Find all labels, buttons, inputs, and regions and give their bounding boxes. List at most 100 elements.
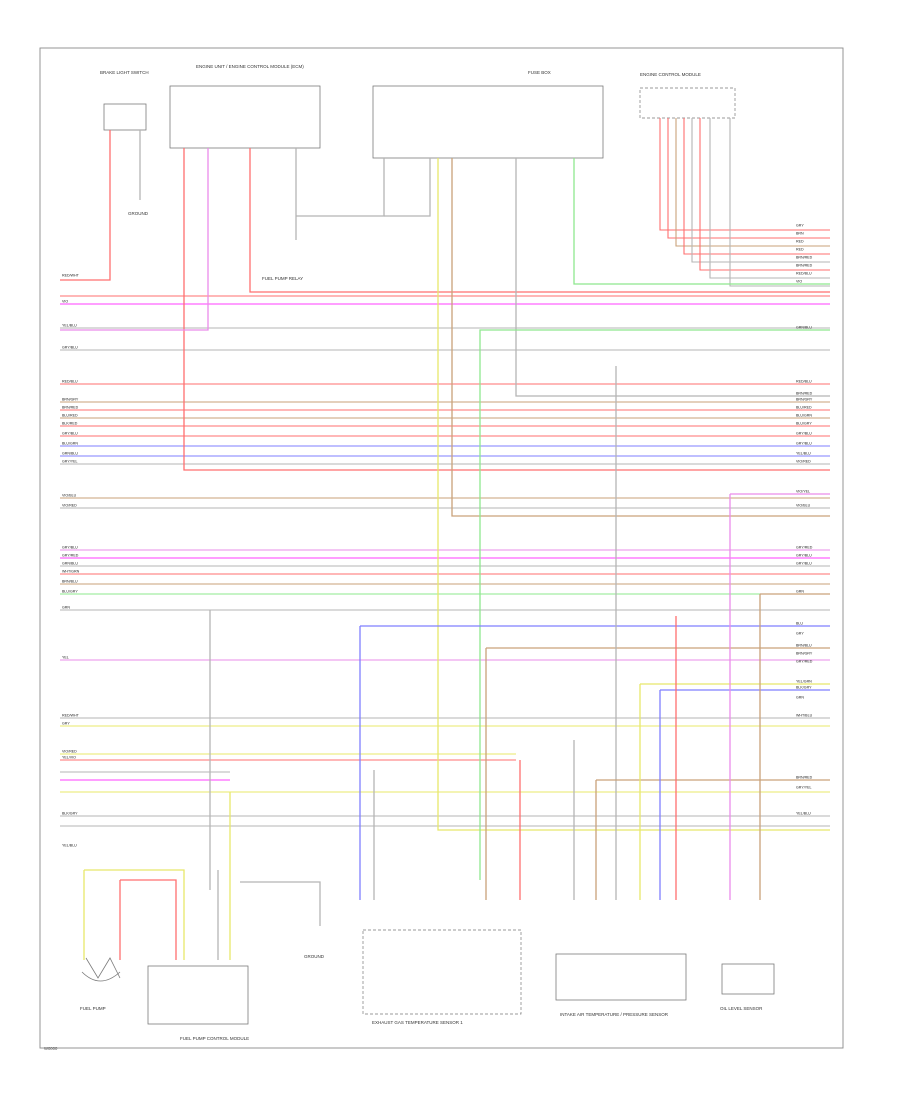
- row-label-left: BLK/GRY: [62, 812, 78, 816]
- ground-ref: GROUND: [128, 211, 149, 216]
- ecm-fan-4: [683, 118, 830, 255]
- row-label-left: BRN/RED: [62, 406, 79, 410]
- ground-link: [296, 158, 385, 217]
- row-label-right: GRN: [796, 590, 804, 594]
- row-label-right: GRN: [796, 696, 804, 700]
- row-label-right: BRN/GRY: [796, 652, 813, 656]
- row-label-right: GRY/YEL: [796, 786, 812, 790]
- ecm-fan-6: [699, 118, 830, 271]
- row-label-left: YEL: [62, 656, 69, 660]
- row-label-right: BRN/RED: [796, 776, 813, 780]
- fuse-box-label: FUSE BOX: [528, 70, 551, 75]
- row-label-left: GRN/BLU: [62, 452, 78, 456]
- wires-group: [60, 118, 830, 960]
- row-label-left: GRN/BLU: [62, 562, 78, 566]
- row-label-right: BLK/GRY: [796, 686, 812, 690]
- ecm-violet-vertical: [60, 148, 209, 331]
- row-label-left: VIO/RED: [62, 750, 77, 754]
- row-label-left: GRY/BLU: [62, 346, 78, 350]
- row-label-right: BRN/RED: [796, 256, 813, 260]
- ecm-fan-5: [691, 118, 830, 263]
- ecm-fan-8: [729, 118, 830, 287]
- row-label-left: BLU/GRY: [62, 590, 78, 594]
- row-label-right: GRY/BLU: [796, 554, 812, 558]
- dual-mass-relay: FUEL PUMP RELAY: [262, 276, 303, 281]
- ecm-fan-2: [667, 118, 830, 239]
- fuel-pump-control-module: FUEL PUMP CONTROL MODULE: [147, 965, 249, 1041]
- ground-small: GROUND: [304, 954, 325, 959]
- ground-ref-label: GROUND: [128, 211, 149, 216]
- fuel-pump: FUEL PUMP: [80, 957, 121, 1011]
- row-label-right: VIO/BLU: [796, 504, 811, 508]
- footer-ref: W0000: [44, 1046, 58, 1051]
- row-label-left: VIO: [62, 300, 68, 304]
- row-label-left: GRY/BLU: [62, 432, 78, 436]
- row-label-right: BLU/RED: [796, 406, 812, 410]
- row-label-right: VIO: [796, 280, 802, 284]
- row-label-right: BRN/GRY: [796, 398, 813, 402]
- cluster-grey-2: [240, 881, 321, 926]
- exhaust-sensor: EXHAUST GAS TEMPERATURE SENSOR 1: [362, 929, 522, 1025]
- fuse-yellow-main: [437, 158, 830, 831]
- fuel-pump-control-label: FUEL PUMP CONTROL MODULE: [180, 1036, 249, 1041]
- cluster-red: [120, 879, 177, 960]
- row-label-left: BLU/RED: [62, 414, 78, 418]
- fuse-box: FUSE BOX: [372, 70, 604, 159]
- row-label-right: WHT/BLU: [796, 714, 813, 718]
- row-label-right: RED/BLU: [796, 380, 812, 384]
- brake-switch-red: [60, 130, 111, 281]
- row-label-right: BRN/BLU: [796, 644, 812, 648]
- row-label-left: GRY/RED: [62, 554, 79, 558]
- row-label-right: YEL/BLU: [796, 812, 811, 816]
- fuse-grey: [515, 158, 830, 397]
- row-label-left: YEL/VIO: [62, 756, 76, 760]
- ecm-red-vertical: [183, 148, 830, 471]
- row-label-right: BRN/RED: [796, 264, 813, 268]
- oil-sensor-label: OIL LEVEL SENSOR: [720, 1006, 763, 1011]
- engine-ecm-label: ENGINE UNIT / ENGINE CONTROL MODULE (ECM…: [196, 64, 304, 69]
- row-label-right: RED: [796, 240, 804, 244]
- row-label-left: BRN/BLU: [62, 580, 78, 584]
- ground-small-label: GROUND: [304, 954, 325, 959]
- row-label-right: GRN/BLU: [796, 326, 812, 330]
- row-label-right: YEL/BLU: [796, 452, 811, 456]
- row-label-right: BLU/GRY: [796, 422, 812, 426]
- fuse-brown: [451, 158, 830, 517]
- row-label-right: GRY: [796, 224, 804, 228]
- row-label-left: YEL/BLU: [62, 324, 77, 328]
- row-label-right: GRY/BLU: [796, 432, 812, 436]
- green-down: [479, 329, 830, 880]
- row-label-left: GRN: [62, 606, 70, 610]
- row-label-left: GRY/YEL: [62, 460, 78, 464]
- row-label-right: BLU/GRN: [796, 414, 812, 418]
- fuse-link: [384, 158, 431, 217]
- brake-light-switch-label: BRAKE LIGHT SWITCH: [100, 70, 149, 75]
- brake-light-switch: BRAKE LIGHT SWITCH: [100, 70, 149, 131]
- oil-sensor: OIL LEVEL SENSOR: [720, 963, 775, 1011]
- engine-ecm-box: ENGINE UNIT / ENGINE CONTROL MODULE (ECM…: [169, 64, 321, 149]
- dual-mass-label: FUEL PUMP RELAY: [262, 276, 303, 281]
- ecm-fan-1: [659, 118, 830, 231]
- row-label-right: RED: [796, 248, 804, 252]
- ecm-fan-3: [675, 118, 830, 247]
- ecm-fan-7: [709, 118, 830, 279]
- row-label-right: VIO/YEL: [796, 490, 810, 494]
- cluster-yellow: [84, 869, 185, 960]
- row-label-left: GRY/BLU: [62, 546, 78, 550]
- row-label-right: BLU: [796, 622, 803, 626]
- row-label-right: YEL/GRN: [796, 680, 812, 684]
- ecm-connector-label: ENGINE CONTROL MODULE: [640, 72, 701, 77]
- intake-module: INTAKE AIR TEMPERATURE / PRESSURE SENSOR: [555, 953, 687, 1017]
- row-label-right: BRN: [796, 232, 804, 236]
- ecm-red-2: [249, 148, 830, 293]
- row-label-left: BRN/GRY: [62, 398, 79, 402]
- row-label-right: GRY/RED: [796, 546, 813, 550]
- row-label-right: GRY/RED: [796, 660, 813, 664]
- row-label-right: GRY/BLU: [796, 562, 812, 566]
- intake-module-label: INTAKE AIR TEMPERATURE / PRESSURE SENSOR: [560, 1012, 669, 1017]
- row-labels-group: RED/WHT VIO YEL/BLU GRY/BLU RED/BLU BRN/GRY BR…: [62, 224, 813, 848]
- row-label-right: VIO/RED: [796, 460, 811, 464]
- row-label-left: BLK/RED: [62, 422, 78, 426]
- row-label-left: RED/WHT: [62, 714, 80, 718]
